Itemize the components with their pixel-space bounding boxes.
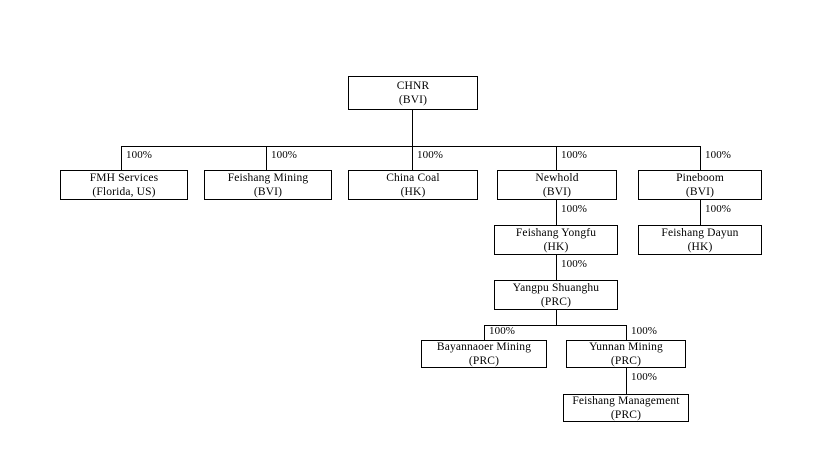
ownership-label-newhold-feishang-yongfu: 100% bbox=[561, 203, 588, 215]
connector-chnr-to-feishang-mining bbox=[266, 146, 267, 170]
ownership-label-yangpu-shuanghu-bayannaoer-mining: 100% bbox=[489, 325, 516, 337]
connector-chnr-stem bbox=[412, 110, 413, 146]
ownership-label-chnr-feishang-mining: 100% bbox=[271, 149, 298, 161]
node-feishang-mining-jurisdiction: (BVI) bbox=[253, 186, 283, 198]
node-china-coal-jurisdiction: (HK) bbox=[400, 186, 426, 198]
node-pineboom-name: Pineboom bbox=[676, 171, 724, 184]
node-feishang-yongfu-jurisdiction: (HK) bbox=[543, 241, 569, 253]
ownership-label-chnr-fmh-services: 100% bbox=[126, 149, 153, 161]
node-china-coal: China Coal (HK) bbox=[348, 170, 478, 200]
node-feishang-dayun-jurisdiction: (HK) bbox=[687, 241, 713, 253]
connector-yangpu-shuanghu-bus bbox=[484, 325, 627, 326]
connector-chnr-to-pineboom bbox=[700, 146, 701, 170]
ownership-label-feishang-yongfu-yangpu-shuanghu: 100% bbox=[561, 258, 588, 270]
node-pineboom: Pineboom (BVI) bbox=[638, 170, 762, 200]
node-chnr-jurisdiction: (BVI) bbox=[398, 94, 428, 106]
node-newhold-jurisdiction: (BVI) bbox=[542, 186, 572, 198]
ownership-label-chnr-newhold: 100% bbox=[561, 149, 588, 161]
ownership-label-chnr-pineboom: 100% bbox=[705, 149, 732, 161]
node-feishang-yongfu: Feishang Yongfu (HK) bbox=[494, 225, 618, 255]
node-yunnan-mining: Yunnan Mining (PRC) bbox=[566, 340, 686, 368]
node-chnr: CHNR (BVI) bbox=[348, 76, 478, 110]
node-feishang-management-name: Feishang Management bbox=[572, 394, 680, 407]
node-china-coal-name: China Coal bbox=[386, 171, 440, 184]
node-feishang-management: Feishang Management (PRC) bbox=[563, 394, 689, 422]
node-feishang-yongfu-name: Feishang Yongfu bbox=[515, 226, 597, 239]
connector-yunnan-mining-to-feishang-management bbox=[626, 368, 627, 394]
node-pineboom-jurisdiction: (BVI) bbox=[685, 186, 715, 198]
ownership-label-yangpu-shuanghu-yunnan-mining: 100% bbox=[631, 325, 658, 337]
node-fmh-services-jurisdiction: (Florida, US) bbox=[92, 186, 156, 198]
node-yangpu-shuanghu-jurisdiction: (PRC) bbox=[540, 296, 572, 308]
connector-pineboom-to-feishang-dayun bbox=[700, 200, 701, 225]
connector-chnr-to-fmh-services bbox=[121, 146, 122, 170]
node-feishang-dayun: Feishang Dayun (HK) bbox=[638, 225, 762, 255]
node-bayannaoer-mining-jurisdiction: (PRC) bbox=[468, 355, 500, 367]
node-fmh-services: FMH Services (Florida, US) bbox=[60, 170, 188, 200]
node-feishang-dayun-name: Feishang Dayun bbox=[661, 226, 739, 239]
connector-chnr-to-china-coal bbox=[412, 146, 413, 170]
ownership-label-yunnan-mining-feishang-management: 100% bbox=[631, 371, 658, 383]
connector-yangpu-shuanghu-to-bayannaoer-mining bbox=[484, 325, 485, 340]
connector-chnr-to-newhold bbox=[556, 146, 557, 170]
node-feishang-management-jurisdiction: (PRC) bbox=[610, 409, 642, 421]
node-bayannaoer-mining: Bayannaoer Mining (PRC) bbox=[421, 340, 547, 368]
connector-yangpu-shuanghu-stem bbox=[556, 310, 557, 325]
connector-chnr-bus bbox=[121, 146, 701, 147]
node-yangpu-shuanghu: Yangpu Shuanghu (PRC) bbox=[494, 280, 618, 310]
connector-newhold-to-feishang-yongfu bbox=[556, 200, 557, 225]
node-feishang-mining: Feishang Mining (BVI) bbox=[204, 170, 332, 200]
node-chnr-name: CHNR bbox=[396, 79, 430, 92]
node-newhold: Newhold (BVI) bbox=[497, 170, 617, 200]
node-newhold-name: Newhold bbox=[535, 171, 579, 184]
connector-yangpu-shuanghu-to-yunnan-mining bbox=[626, 325, 627, 340]
node-bayannaoer-mining-name: Bayannaoer Mining bbox=[436, 340, 532, 353]
node-fmh-services-name: FMH Services bbox=[89, 171, 159, 184]
node-yunnan-mining-name: Yunnan Mining bbox=[589, 340, 663, 353]
connector-feishang-yongfu-to-yangpu-shuanghu bbox=[556, 255, 557, 280]
node-yangpu-shuanghu-name: Yangpu Shuanghu bbox=[512, 281, 600, 294]
ownership-label-chnr-china-coal: 100% bbox=[417, 149, 444, 161]
node-yunnan-mining-jurisdiction: (PRC) bbox=[610, 355, 642, 367]
ownership-label-pineboom-feishang-dayun: 100% bbox=[705, 203, 732, 215]
node-feishang-mining-name: Feishang Mining bbox=[227, 171, 309, 184]
